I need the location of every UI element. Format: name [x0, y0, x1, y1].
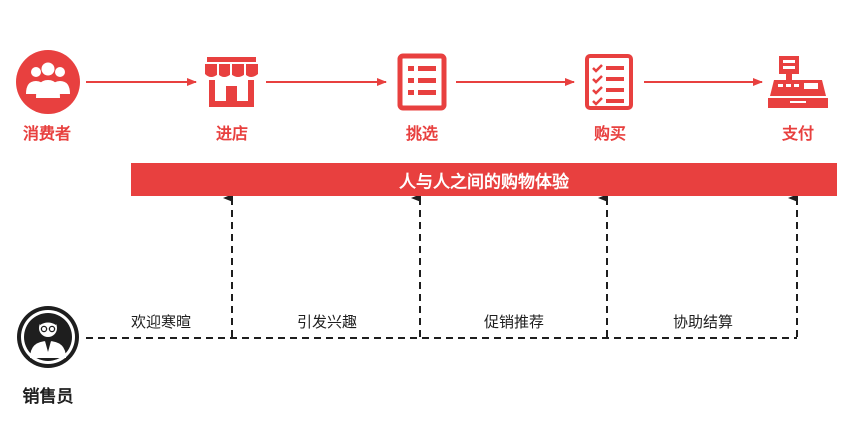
- checklist-icon: [585, 54, 633, 110]
- step-label-buy: 购买: [593, 124, 627, 143]
- cash-register-icon: [768, 56, 828, 108]
- step-label-enter-store: 进店: [215, 124, 249, 143]
- salesperson-icon: [17, 306, 79, 368]
- step-label-consumer: 消费者: [22, 124, 72, 143]
- experience-banner: 人与人之间的购物体验: [131, 163, 837, 196]
- action-label-greeting: 欢迎寒暄: [130, 313, 192, 331]
- step-label-pay: 支付: [781, 124, 815, 143]
- consumers-icon: [16, 50, 80, 114]
- salesperson-label: 销售员: [22, 387, 74, 407]
- action-label-interest: 引发兴趣: [296, 313, 358, 331]
- banner-title: 人与人之间的购物体验: [399, 172, 569, 192]
- step-label-select: 挑选: [405, 124, 439, 143]
- action-label-checkout: 协助结算: [672, 313, 734, 331]
- list-icon: [397, 53, 447, 111]
- storefront-icon: [205, 57, 258, 107]
- action-label-promotion: 促销推荐: [483, 313, 545, 331]
